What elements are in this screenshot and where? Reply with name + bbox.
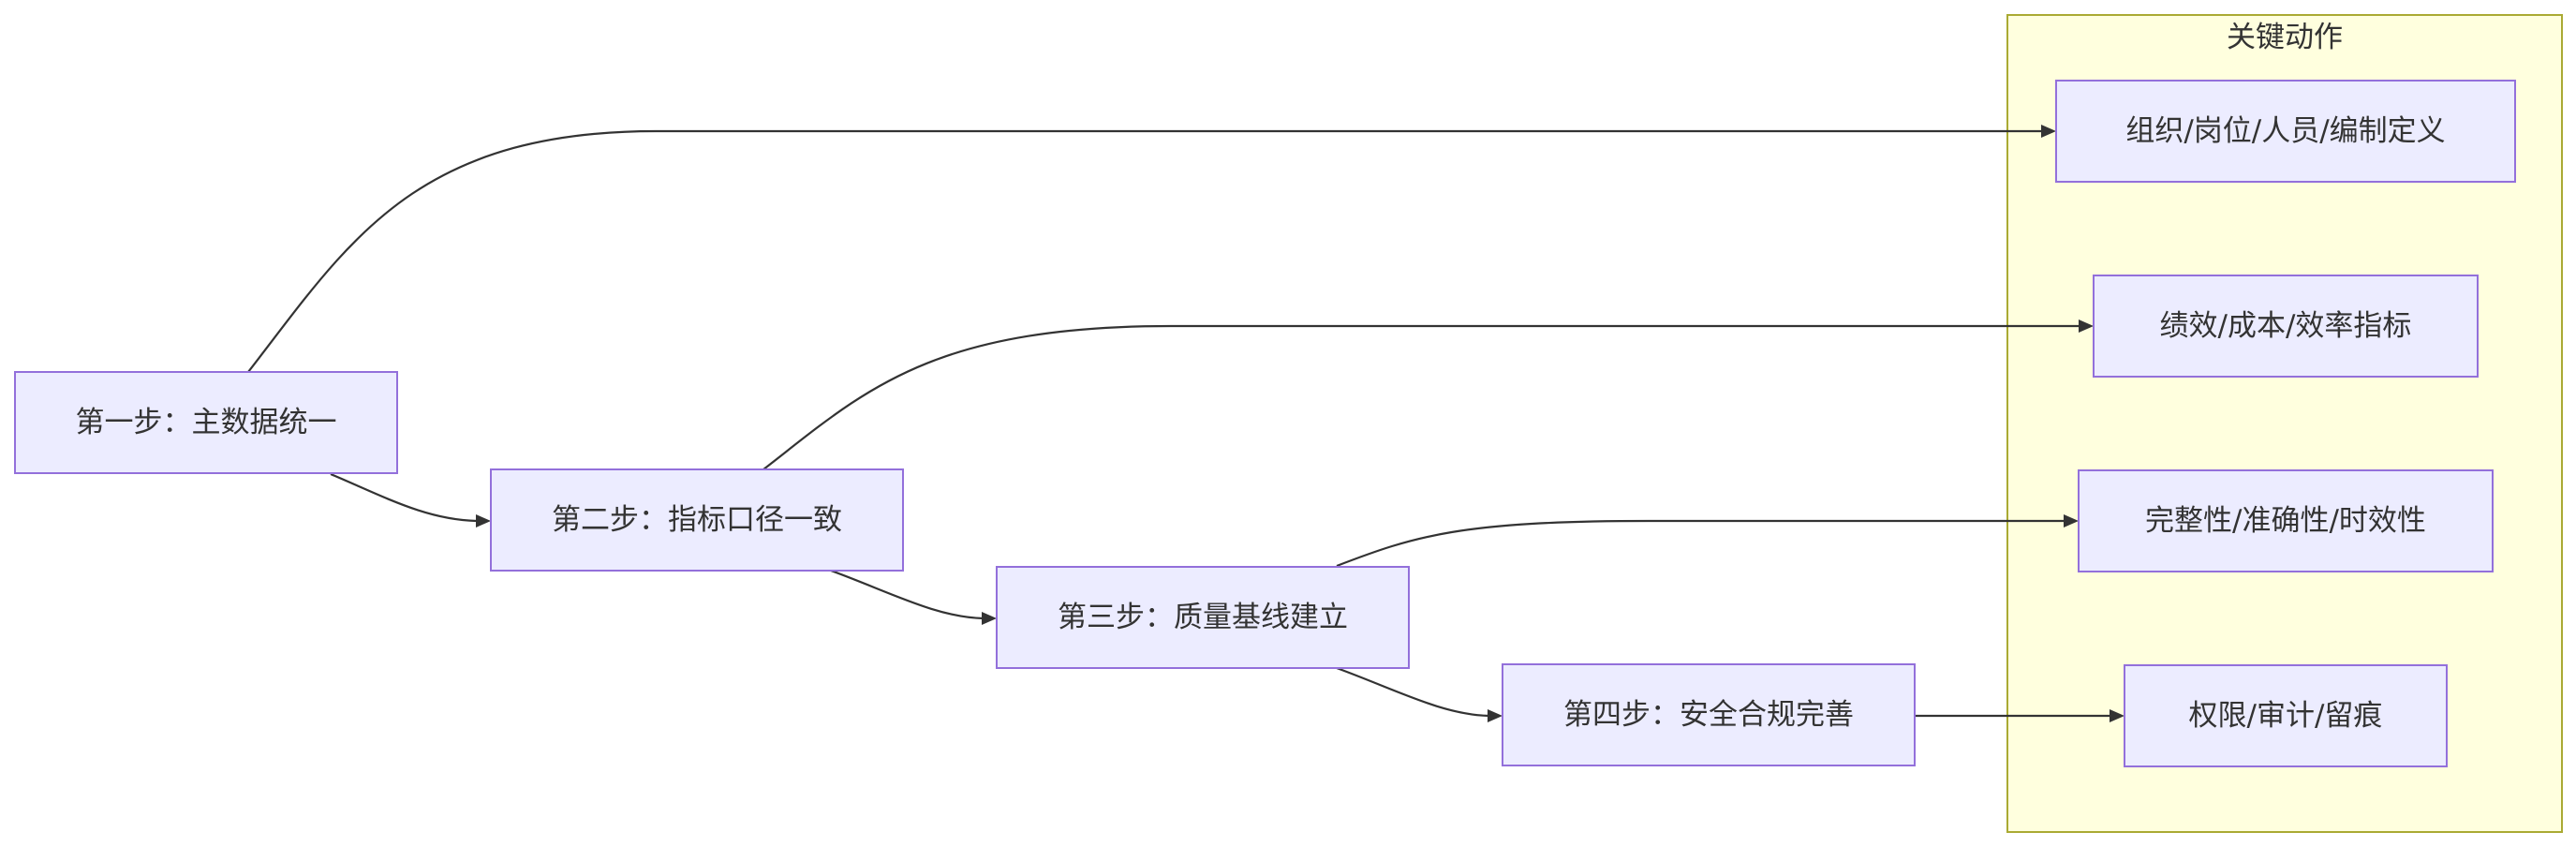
step-node-4-box bbox=[1502, 663, 1916, 766]
action-node-1-box bbox=[2055, 80, 2516, 183]
edge-step1-to-action1 bbox=[247, 129, 2043, 373]
action-node-3-box bbox=[2078, 469, 2494, 572]
edge-step3-to-step4 bbox=[1336, 666, 1490, 718]
step-node-2: 第二步：指标口径一致 bbox=[490, 468, 904, 572]
action-node-4-label: 权限/审计/留痕 bbox=[2189, 699, 2383, 733]
edge-step1-to-step2 bbox=[330, 472, 479, 523]
action-node-2: 绩效/成本/效率指标 bbox=[2093, 275, 2479, 378]
step-node-3-box bbox=[996, 566, 1410, 669]
arrowhead-action2 bbox=[2079, 319, 2094, 333]
edge-step2-to-action2 bbox=[762, 324, 2080, 470]
arrowhead-step4 bbox=[1488, 709, 1503, 722]
step-node-4: 第四步：安全合规完善 bbox=[1502, 663, 1916, 766]
step-node-2-box bbox=[490, 468, 904, 572]
action-node-4: 权限/审计/留痕 bbox=[2124, 664, 2448, 767]
action-node-4-box bbox=[2124, 664, 2448, 767]
arrowhead-step2 bbox=[476, 514, 491, 528]
arrowhead-action3 bbox=[2064, 514, 2079, 528]
action-node-1: 组织/岗位/人员/编制定义 bbox=[2055, 80, 2516, 183]
edge-step3-to-action3 bbox=[1336, 519, 2065, 568]
action-node-2-box bbox=[2093, 275, 2479, 378]
step-node-1-box bbox=[14, 371, 398, 474]
step-node-3-label: 第三步：质量基线建立 bbox=[1058, 601, 1348, 634]
action-node-3-label: 完整性/准确性/时效性 bbox=[2145, 504, 2426, 538]
step-node-4-label: 第四步：安全合规完善 bbox=[1563, 698, 1854, 732]
edge-step2-to-step3 bbox=[830, 569, 985, 620]
arrowhead-action4 bbox=[2110, 709, 2124, 722]
step-node-2-label: 第二步：指标口径一致 bbox=[552, 503, 842, 537]
edges bbox=[247, 125, 2124, 722]
key-actions-cluster-title: 关键动作 bbox=[2227, 21, 2343, 54]
step-node-1-label: 第一步：主数据统一 bbox=[76, 406, 337, 439]
step-node-3: 第三步：质量基线建立 bbox=[996, 566, 1410, 669]
action-node-3: 完整性/准确性/时效性 bbox=[2078, 469, 2494, 572]
action-node-1-label: 组织/岗位/人员/编制定义 bbox=[2125, 114, 2445, 148]
arrowhead-action1 bbox=[2041, 125, 2056, 138]
action-node-2-label: 绩效/成本/效率指标 bbox=[2160, 309, 2412, 343]
arrowhead-step3 bbox=[982, 612, 997, 625]
step-node-1: 第一步：主数据统一 bbox=[14, 371, 398, 474]
